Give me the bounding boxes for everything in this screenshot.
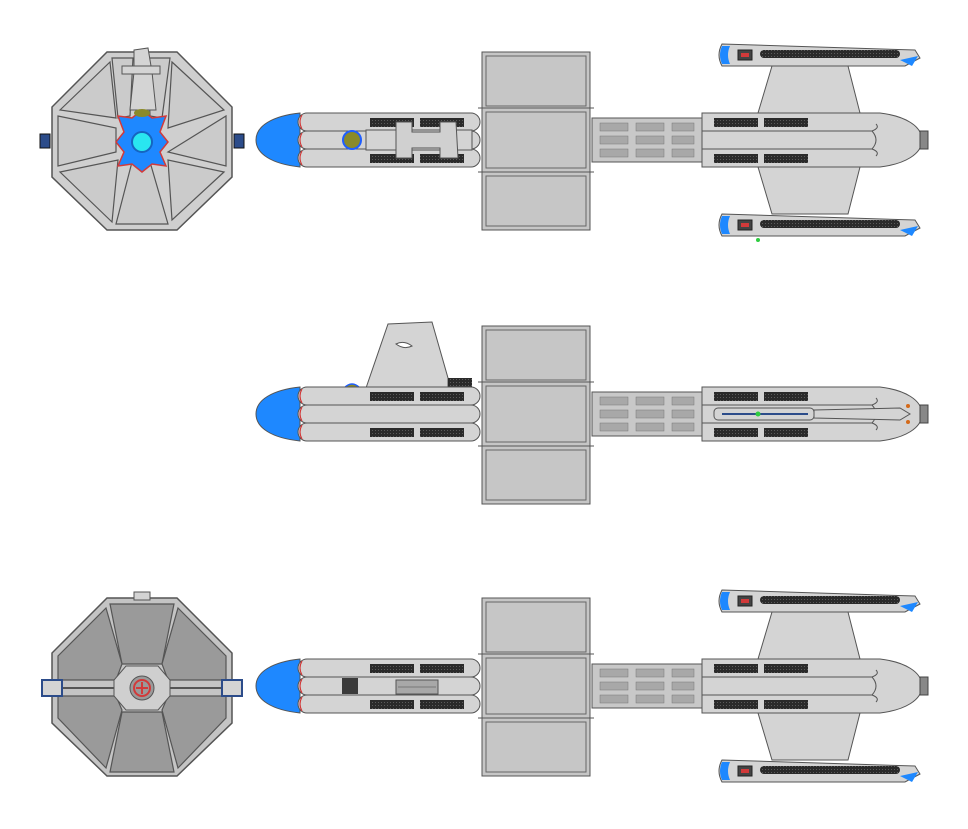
nacelle-assembly-top (718, 43, 921, 242)
hull-bottom (255, 589, 929, 783)
top-view (39, 43, 929, 242)
bottom-view (41, 589, 929, 783)
front-face-top (39, 47, 245, 231)
rear-face-bottom (41, 591, 243, 777)
hull-top (255, 51, 929, 231)
side-view (255, 321, 929, 505)
sensor-dome-icon (342, 130, 362, 150)
